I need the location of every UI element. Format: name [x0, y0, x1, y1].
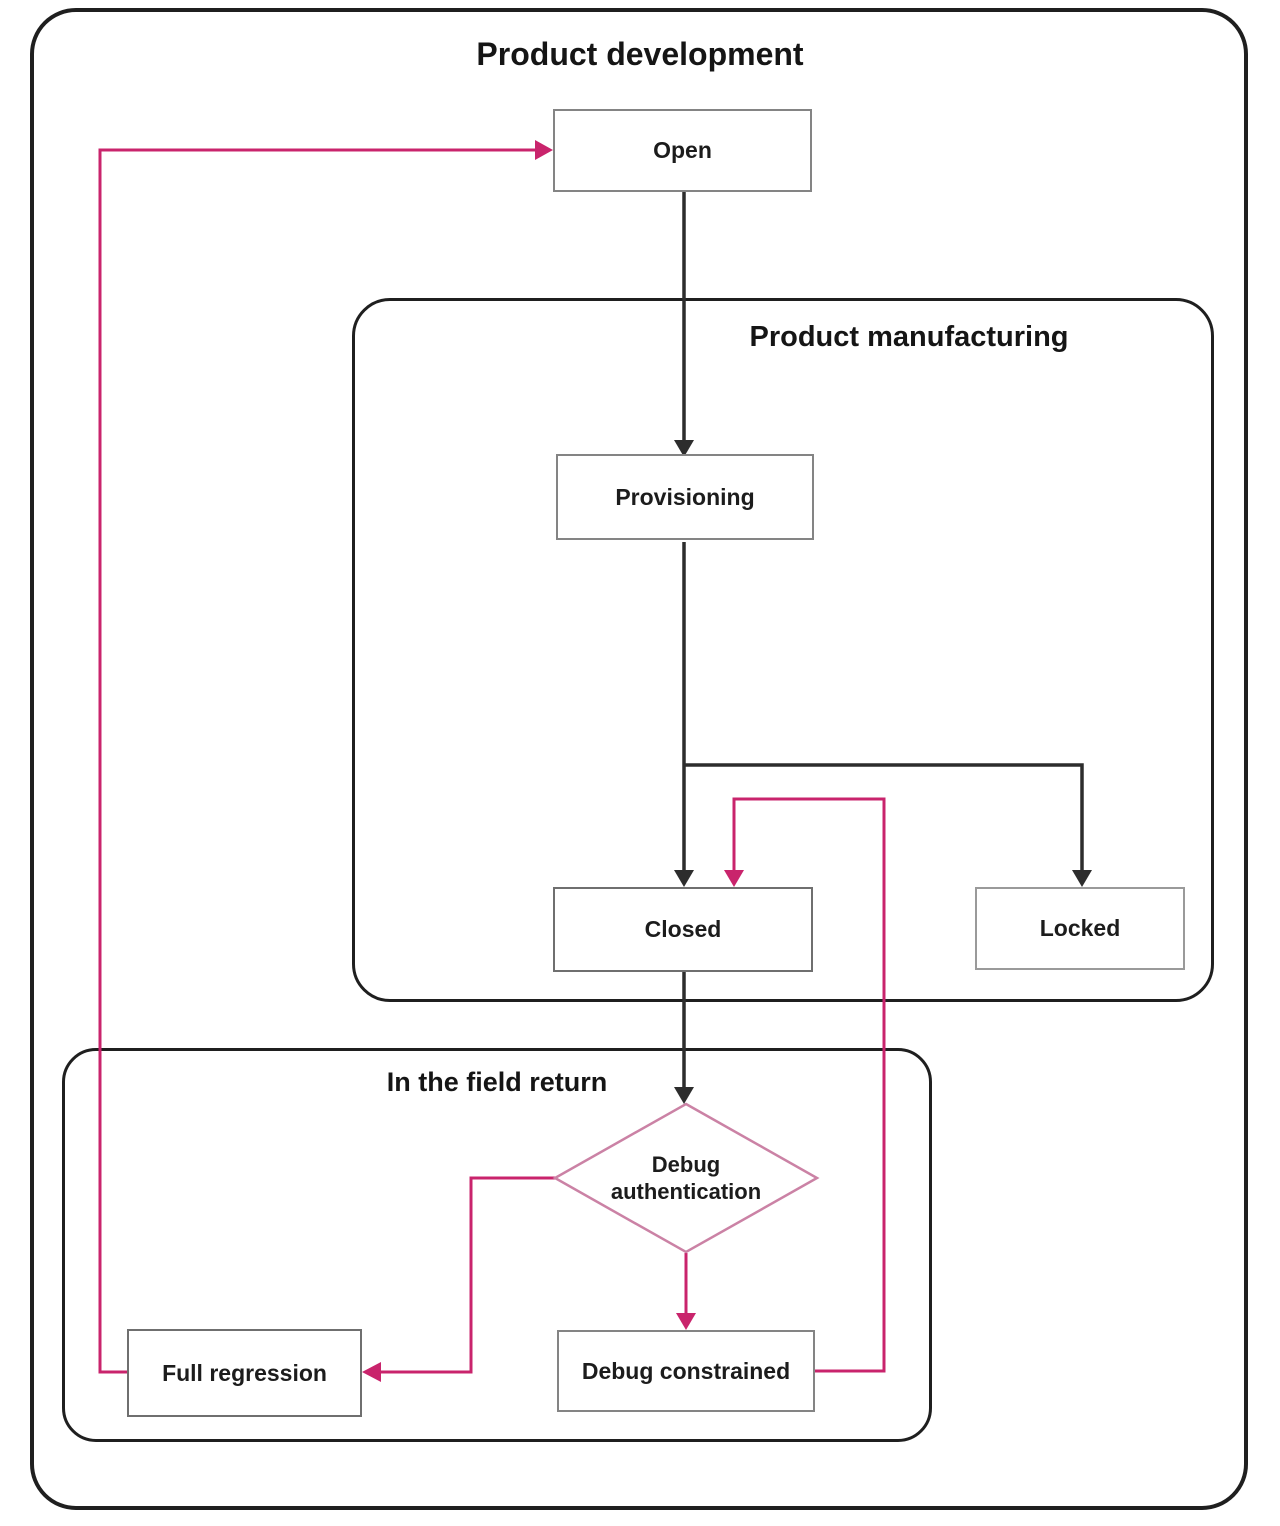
node-full-regression: Full regression [127, 1329, 362, 1417]
node-provisioning: Provisioning [556, 454, 814, 540]
container-title-in-the-field-return: In the field return [386, 1067, 608, 1097]
container-title-product-manufacturing: Product manufacturing [749, 321, 1069, 353]
node-full-regression-label: Full regression [162, 1359, 327, 1386]
node-locked: Locked [975, 887, 1185, 970]
node-closed: Closed [553, 887, 813, 972]
node-open-label: Open [653, 137, 712, 163]
node-debug-authentication: Debug authentication [596, 1128, 776, 1228]
container-product-manufacturing: Product manufacturing [352, 298, 1214, 1002]
container-title-product-development: Product development [476, 36, 804, 72]
container-in-the-field-return: In the field return [62, 1048, 932, 1442]
node-debug-authentication-label: Debug authentication [610, 1151, 762, 1205]
node-locked-label: Locked [1039, 915, 1121, 941]
node-debug-constrained-label: Debug constrained [581, 1357, 791, 1384]
decision-diamond-shape [552, 1102, 820, 1254]
container-product-development [30, 8, 1248, 1510]
node-open: Open [553, 109, 812, 192]
node-closed-label: Closed [644, 916, 722, 942]
node-debug-constrained: Debug constrained [557, 1330, 815, 1412]
node-provisioning-label: Provisioning [615, 483, 755, 510]
